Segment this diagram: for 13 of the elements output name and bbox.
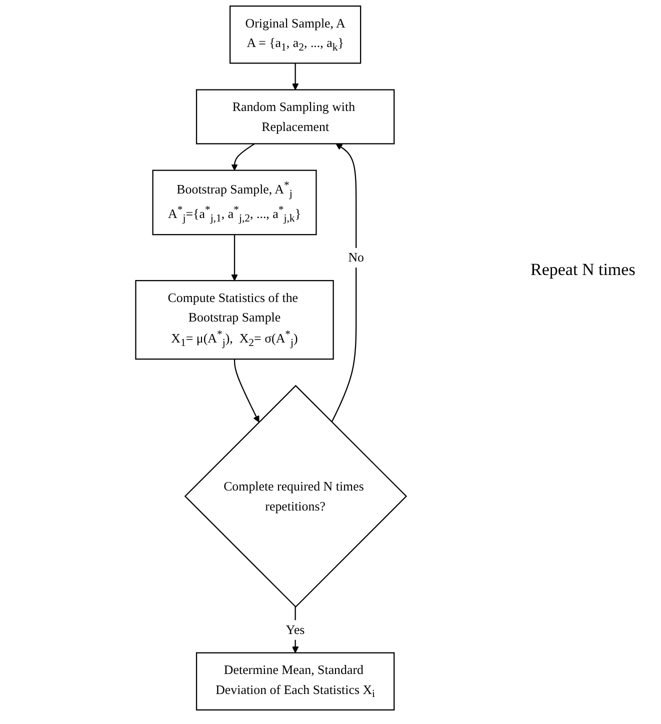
arrow xyxy=(233,359,259,422)
arrow xyxy=(230,143,254,171)
arrow xyxy=(291,63,298,90)
node-box: Determine Mean, Standard Deviation of Each Statistics X$_{i}$ xyxy=(195,652,394,710)
arrow xyxy=(330,143,356,422)
arrow xyxy=(230,234,238,281)
edge-label: No xyxy=(348,250,364,265)
edge-label: Yes xyxy=(285,622,304,637)
loop-note: Repeat N times xyxy=(530,260,636,280)
node-box: Compute Statistics of the Bootstrap Sample X$_{1}$= μ(A$^{*}$$_{j}$), X$_{2}$= σ(A$^{*}$$_{j}$) xyxy=(134,280,334,360)
node-box: Random Sampling with Replacement xyxy=(195,89,394,144)
node-diamond: Complete required N times repetitions? xyxy=(184,384,407,608)
node-box: Original Sample, A A = {a$_{1}$, a$_{2}$, ..., a$_{k}$} xyxy=(229,6,361,64)
